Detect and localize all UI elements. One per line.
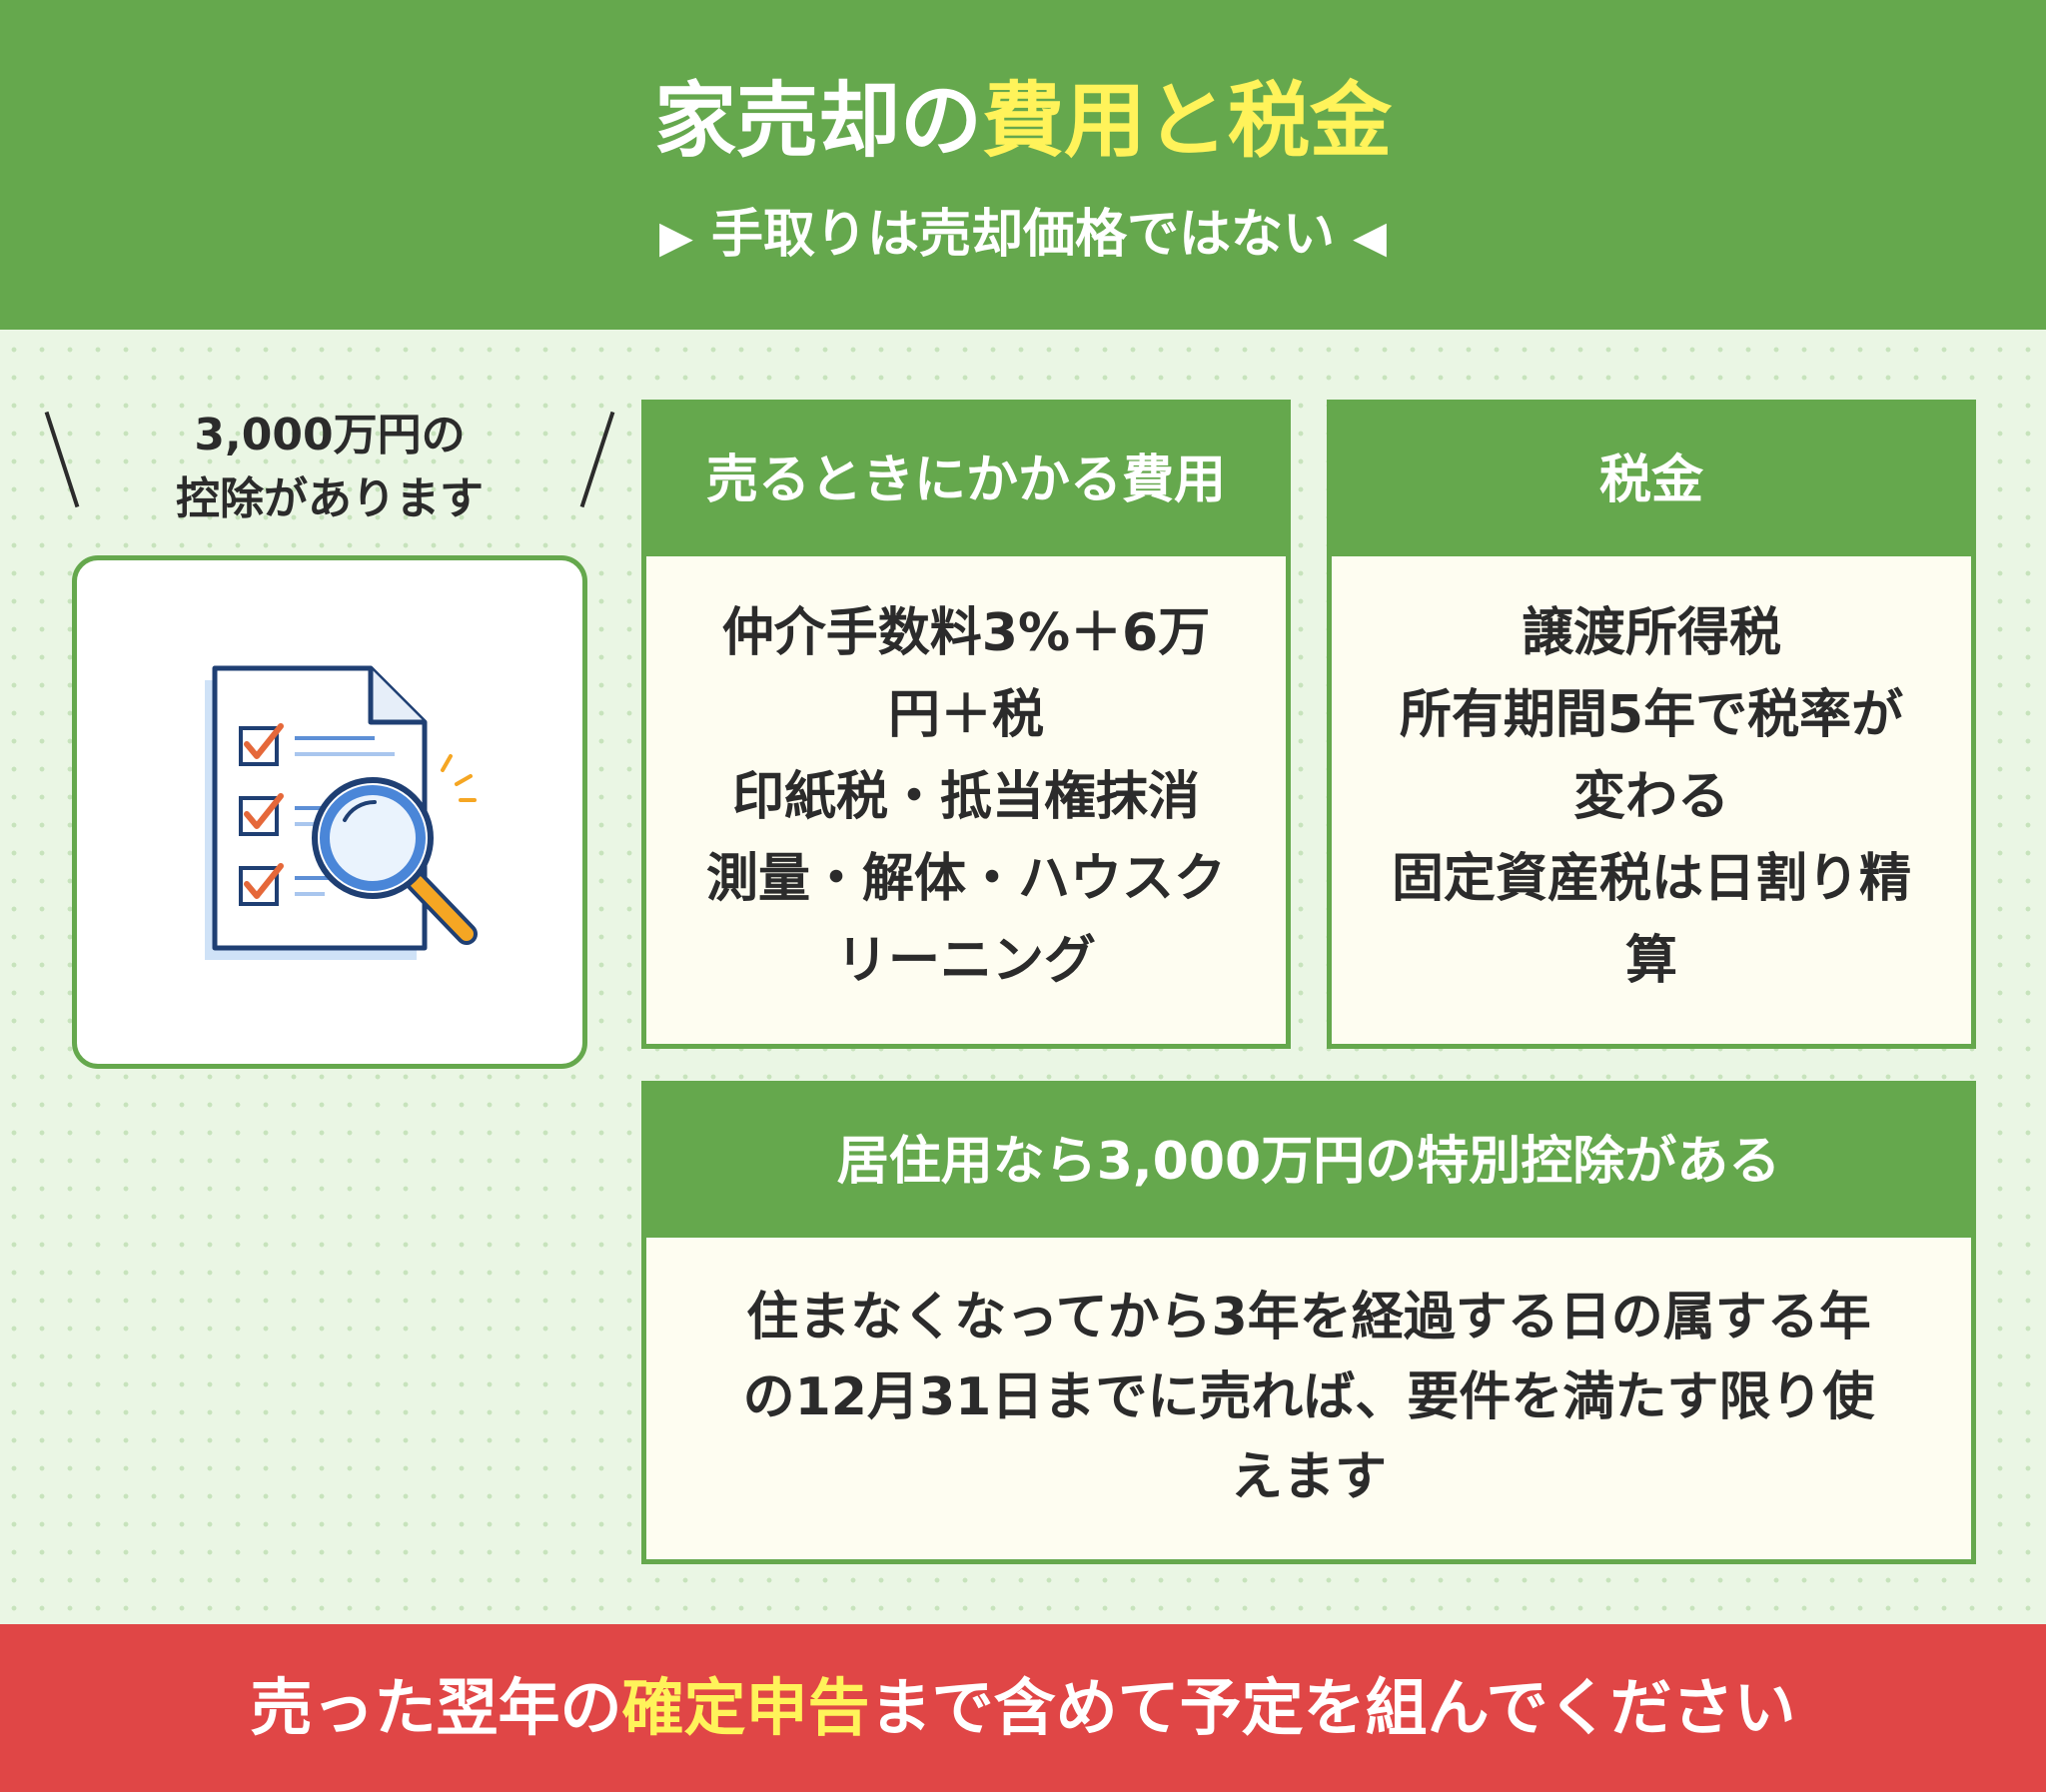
document-checklist-icon: [205, 665, 478, 960]
cost-line: 円＋税: [887, 685, 1044, 745]
cost-card: 売るときにかかる費用 仲介手数料3%＋6万 円＋税 印紙税・抵当権抹消 測量・解…: [641, 400, 1291, 1049]
page-title: 家売却の費用と税金: [0, 72, 2046, 172]
header-banner: 家売却の費用と税金 ▶ 手取りは売却価格ではない ◀: [0, 0, 2046, 330]
footer-text-pre: 売った翌年の: [250, 1671, 622, 1744]
emphasis-line-right: [579, 411, 615, 508]
title-text: 家売却の: [653, 74, 982, 169]
footer-text-post: まで含めて予定を組んでください: [869, 1671, 1796, 1744]
triangle-right-icon: ▶: [659, 212, 693, 263]
deduction-card-title: 居住用なら3,000万円の特別控除がある: [646, 1086, 1971, 1238]
cost-line: 仲介手数料3%＋6万: [721, 603, 1211, 663]
deduction-line: えます: [1230, 1447, 1387, 1507]
footer-highlight: 確定申告: [621, 1671, 870, 1744]
title-highlight: 費用と税金: [982, 74, 1393, 169]
magnifying-glass-icon: [312, 754, 478, 945]
deduction-line: の12月31日までに売れば、要件を満たす限り使: [742, 1367, 1875, 1427]
deduction-card: 居住用なら3,000万円の特別控除がある 住まなくなってから3年を経過する日の属…: [641, 1081, 1976, 1564]
triangle-left-icon: ◀: [1353, 212, 1387, 263]
cost-line: リーニング: [835, 931, 1096, 991]
tax-card-title: 税金: [1332, 405, 1971, 556]
emphasis-line-left: [44, 411, 80, 508]
callout-text: 3,000万円の 控除があります: [100, 404, 559, 531]
tax-line: 変わる: [1572, 767, 1729, 827]
cost-card-body: 仲介手数料3%＋6万 円＋税 印紙税・抵当権抹消 測量・解体・ハウスク リーニン…: [646, 556, 1286, 1002]
footer-banner: 売った翌年の確定申告まで含めて予定を組んでください: [0, 1624, 2046, 1792]
cost-line: 測量・解体・ハウスク: [705, 849, 1226, 909]
cost-line: 印紙税・抵当権抹消: [731, 767, 1200, 827]
tax-line: 譲渡所得税: [1521, 603, 1781, 663]
callout-bubble: 3,000万円の 控除があります: [44, 410, 615, 539]
deduction-line: 住まなくなってから3年を経過する日の属する年: [746, 1288, 1871, 1347]
tax-line: 固定資産税は日割り精: [1391, 849, 1911, 909]
callout-line-1: 3,000万円の: [194, 410, 466, 460]
callout-line-2: 控除があります: [176, 473, 484, 524]
tax-card-body: 譲渡所得税 所有期間5年で税率が 変わる 固定資産税は日割り精 算: [1332, 556, 1971, 1002]
subtitle-text: 手取りは売却価格ではない: [710, 205, 1335, 265]
tax-line: 算: [1624, 931, 1677, 991]
page-subtitle: ▶ 手取りは売却価格ではない ◀: [0, 200, 2046, 273]
tax-line: 所有期間5年で税率が: [1399, 685, 1904, 745]
deduction-card-body: 住まなくなってから3年を経過する日の属する年 の12月31日までに売れば、要件を…: [646, 1238, 1971, 1517]
illustration-box: [72, 555, 587, 1069]
cost-card-title: 売るときにかかる費用: [646, 405, 1286, 556]
tax-card: 税金 譲渡所得税 所有期間5年で税率が 変わる 固定資産税は日割り精 算: [1327, 400, 1976, 1049]
